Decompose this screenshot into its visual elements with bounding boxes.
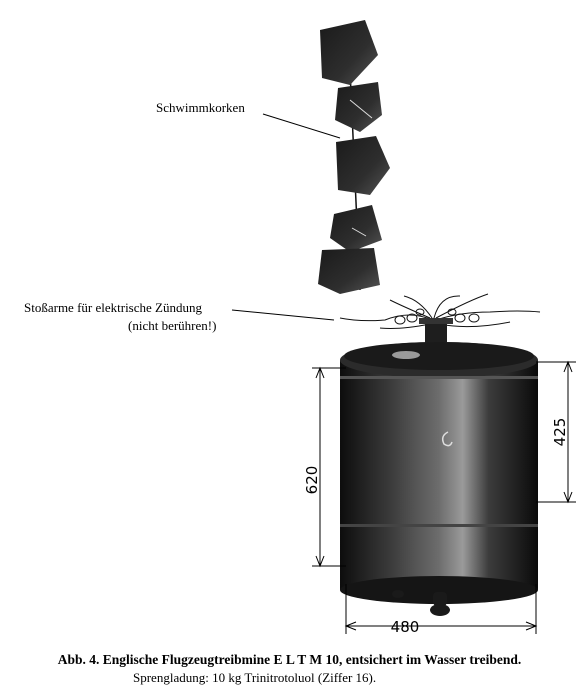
dimension-diameter (344, 584, 538, 634)
floats-leader-line (262, 113, 341, 139)
cork-floats (318, 20, 390, 294)
dim-label-620: 620 (303, 466, 321, 495)
dimension-height-upper (536, 360, 576, 504)
figure-caption-subtitle: Sprengladung: 10 kg Trinitrotoluol (Ziff… (133, 670, 377, 685)
label-contact-arms: Stoßarme für elektrische Zündung (24, 300, 202, 315)
label-contact-arms-note: (nicht berühren!) (128, 318, 217, 333)
dim-label-480: 480 (391, 618, 420, 636)
arms-leader-line (231, 309, 335, 321)
fuse-post (425, 322, 447, 344)
label-floats: Schwimmkorken (156, 100, 245, 115)
figure-caption-title: Abb. 4. Englische Flugzeugtreibmine E L … (57, 652, 522, 667)
mine-body (340, 342, 538, 616)
contact-arms (339, 293, 541, 329)
dimension-height-total (312, 366, 346, 568)
dim-label-425: 425 (551, 418, 569, 447)
